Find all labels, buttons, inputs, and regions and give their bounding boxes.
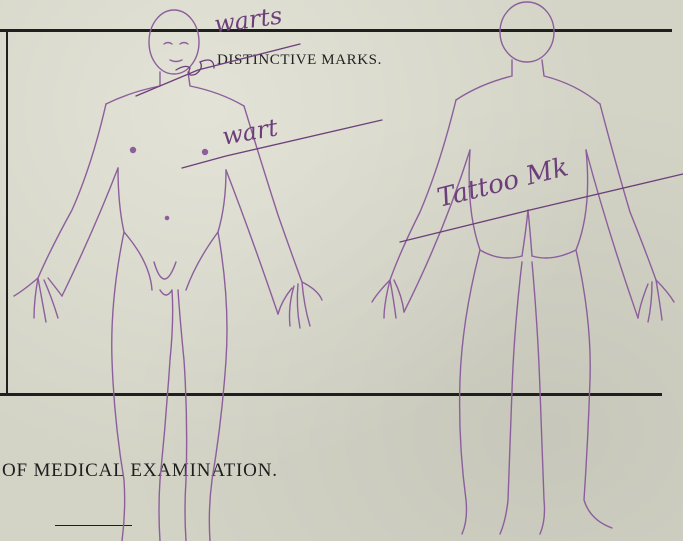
- front-figure: [14, 10, 322, 541]
- head-pointer-line: [136, 44, 300, 96]
- back-figure: [372, 2, 674, 534]
- chest-pointer-line: [182, 120, 382, 168]
